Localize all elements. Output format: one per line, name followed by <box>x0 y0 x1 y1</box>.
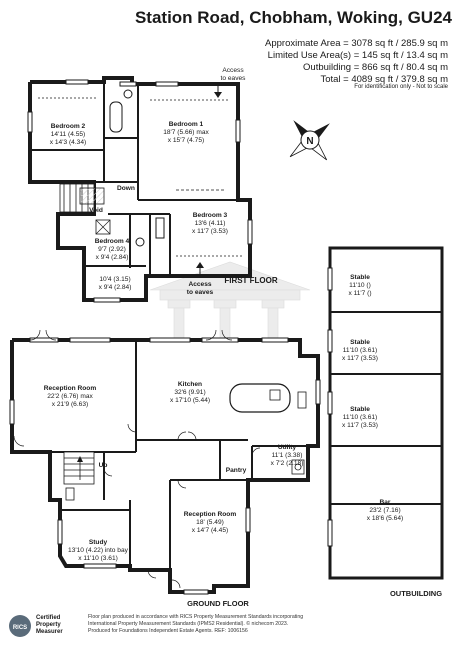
utility-name: Utility <box>278 444 297 451</box>
access-eaves-bottom-2: to eaves <box>187 289 214 296</box>
access-eaves-top-1: Access <box>222 67 244 74</box>
bedroom1-dim2: x 15'7 (4.75) <box>168 137 204 144</box>
stable1-name: Stable <box>350 274 370 281</box>
stable3-dim2: x 11'7 (3.53) <box>342 422 378 429</box>
kitchen-dim1: 32'6 (9.91) <box>174 389 205 396</box>
bedroom4-dim1: 9'7 (2.92) <box>98 246 126 253</box>
reception2-name: Reception Room <box>184 511 237 518</box>
stable1-dim2: x 11'7 () <box>348 290 371 297</box>
utility-dim2: x 7'2 (2.18) <box>271 460 304 467</box>
first-floor-label: FIRST FLOOR <box>224 276 278 285</box>
area-outbuilding: Outbuilding = 866 sq ft / 80.4 sq m <box>303 62 448 73</box>
rics-logo: RICS Certified Property Measurer <box>9 615 63 637</box>
ground-floor-label: GROUND FLOOR <box>187 599 249 608</box>
bedroom3-dim2: x 11'7 (3.53) <box>192 228 228 235</box>
compass-icon <box>289 120 330 161</box>
bar-name: Bar <box>380 499 391 506</box>
outbuilding-label: OUTBUILDING <box>390 589 442 598</box>
rics-line1: Certified <box>36 615 61 621</box>
stable2-dim1: 11'10 (3.61) <box>343 347 378 354</box>
bedroom4-dim2: x 9'4 (2.84) <box>96 254 129 261</box>
rics-line3: Measurer <box>36 629 63 635</box>
bedroom3-dim1: 13'6 (4.11) <box>195 220 226 227</box>
bedroom2-dim2: x 14'3 (4.34) <box>50 139 86 146</box>
scale-note: For identification only - Not to scale <box>354 84 448 90</box>
bedroom2-dim1: 14'11 (4.55) <box>51 131 86 138</box>
columns-watermark <box>149 261 311 339</box>
reception2-dim2: x 14'7 (4.45) <box>192 527 228 534</box>
stable3-dim1: 11'10 (3.61) <box>343 414 378 421</box>
up-label: Up <box>99 462 108 469</box>
bedroom3-name: Bedroom 3 <box>193 212 228 219</box>
study-dim1: 13'10 (4.22) into bay <box>68 547 129 554</box>
utility-dim1: 11'1 (3.38) <box>272 452 303 459</box>
outbuilding <box>327 246 444 580</box>
study-name: Study <box>89 539 108 546</box>
bedroom1-name: Bedroom 1 <box>169 121 204 128</box>
reception1-dim2: x 21'9 (6.63) <box>52 401 88 408</box>
stable3-name: Stable <box>350 406 370 413</box>
compass-letter: N <box>306 136 313 147</box>
study-dim2: x 11'10 (3.61) <box>78 555 118 562</box>
eaves-room-dim1: 10'4 (3.15) <box>99 276 130 283</box>
access-eaves-top-2: to eaves <box>221 75 247 82</box>
reception2-dim1: 18' (5.49) <box>196 519 224 526</box>
bar-dim2: x 18'6 (5.64) <box>367 515 403 522</box>
bedroom1-dim1: 18'7 (5.66) max <box>163 129 209 136</box>
down-label: Down <box>117 185 135 192</box>
kitchen-name: Kitchen <box>178 381 202 388</box>
stable1-dim1: 11'10 () <box>349 282 371 289</box>
void-label: Void <box>89 207 103 214</box>
ground-floor <box>9 329 321 595</box>
bedroom2-name: Bedroom 2 <box>51 123 86 130</box>
area-limited-use: Limited Use Area(s) = 145 sq ft / 13.4 s… <box>267 50 448 61</box>
kitchen-dim2: x 17'10 (5.44) <box>170 397 210 404</box>
access-eaves-bottom-1: Access <box>188 281 211 288</box>
footer-line-1: Floor plan produced in accordance with R… <box>88 614 304 620</box>
stable2-name: Stable <box>350 339 370 346</box>
eaves-room-dim2: x 9'4 (2.84) <box>99 284 132 291</box>
pantry-name: Pantry <box>226 467 247 474</box>
rics-badge: RICS <box>13 625 27 631</box>
bedroom4-name: Bedroom 4 <box>95 238 130 245</box>
reception1-name: Reception Room <box>44 385 97 392</box>
plan-title: Station Road, Chobham, Woking, GU24 <box>134 8 452 27</box>
footer-disclaimer: Floor plan produced in accordance with R… <box>88 614 338 635</box>
bar-dim1: 23'2 (7.16) <box>369 507 400 514</box>
stable2-dim2: x 11'7 (3.53) <box>342 355 378 362</box>
reception1-dim1: 22'2 (6.76) max <box>47 393 93 400</box>
area-total: Total = 4089 sq ft / 379.8 sq m <box>320 74 448 85</box>
area-approximate: Approximate Area = 3078 sq ft / 285.9 sq… <box>265 38 448 49</box>
footer-line-3: Produced for Foundations Independent Est… <box>88 628 248 634</box>
footer-line-2: International Property Measurement Stand… <box>88 621 289 627</box>
first-floor <box>27 76 253 303</box>
rics-line2: Property <box>36 622 61 628</box>
